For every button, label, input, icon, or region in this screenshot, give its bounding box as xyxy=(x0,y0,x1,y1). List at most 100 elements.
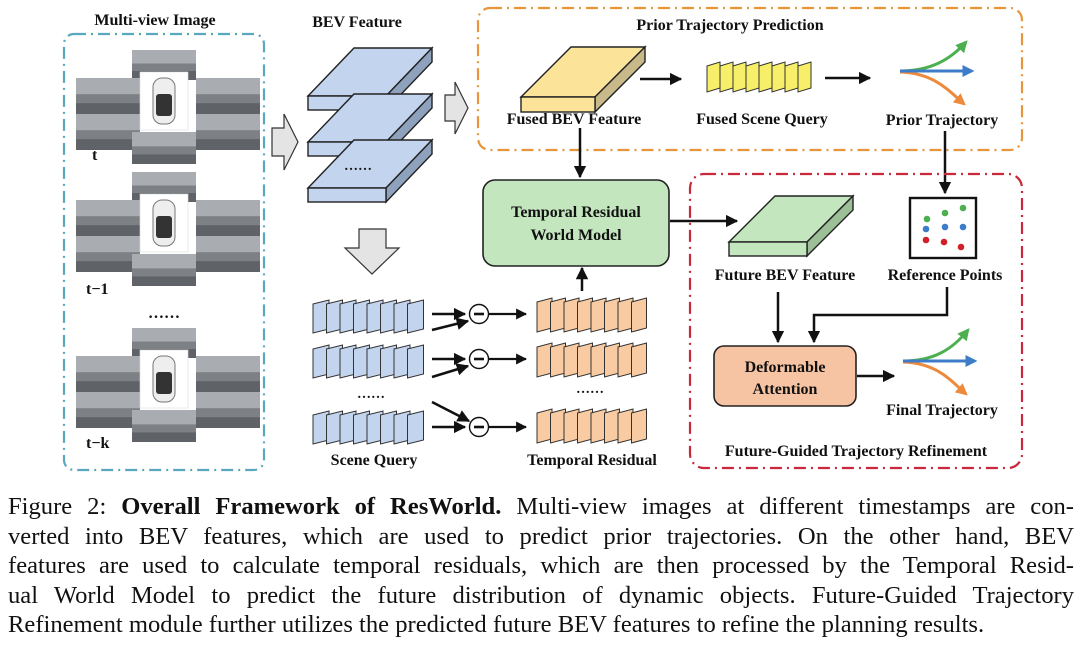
fused-query-strip xyxy=(706,61,812,93)
scene-query-rows xyxy=(312,299,424,445)
prior-trajectory-label: Prior Trajectory xyxy=(886,112,998,129)
ego-car-roof xyxy=(156,216,172,238)
camera-sky xyxy=(132,254,196,269)
bev-layer-bottom xyxy=(306,138,434,204)
camera-sky xyxy=(196,200,260,217)
refinement-panel: Future BEV Feature Reference Points Defo… xyxy=(688,172,1024,470)
subtraction-op-1 xyxy=(431,303,528,332)
prior-trajectory-icon xyxy=(899,40,975,106)
caption-line-5: Refinement module further utilizes the p… xyxy=(8,611,985,638)
feature-card xyxy=(536,342,553,378)
world-model-box: Temporal Residual World Model xyxy=(482,179,670,267)
camera-sky xyxy=(76,236,140,253)
feature-card xyxy=(577,297,593,333)
feature-card xyxy=(784,61,799,93)
camera-road xyxy=(76,381,140,392)
arrow-query-prev xyxy=(431,317,470,332)
multiview-ellipsis: …… xyxy=(148,305,180,322)
refine-title: Future-Guided Trajectory Refinement xyxy=(725,443,988,460)
caption-prefix: Figure 2: xyxy=(8,493,122,520)
figure-caption: Figure 2: Overall Framework of ResWorld.… xyxy=(8,492,1074,640)
feature-card xyxy=(617,297,634,333)
camera-road xyxy=(196,417,260,428)
camera-sky xyxy=(132,172,196,186)
prior-trajectory-panel: Prior Trajectory Prediction Fused BEV Fe… xyxy=(476,6,1024,152)
feature-card xyxy=(604,408,620,444)
prior-border xyxy=(476,6,1024,152)
feature-card xyxy=(604,297,620,333)
reference-point xyxy=(959,223,967,231)
feature-card xyxy=(563,297,580,333)
feature-card xyxy=(590,342,607,378)
scene-query-row-3 xyxy=(312,410,424,445)
caption-line-1-text: Multi-view images at different timestamp… xyxy=(501,493,1074,520)
camera-sky xyxy=(76,392,140,409)
camera-sky xyxy=(132,410,196,425)
feature-card xyxy=(590,408,607,444)
camera-group-t xyxy=(76,50,260,164)
camera-sky xyxy=(196,114,260,131)
future-bev-label: Future BEV Feature xyxy=(715,267,855,284)
caption-bold-title: Overall Framework of ResWorld. xyxy=(121,493,502,520)
feature-card xyxy=(631,408,647,444)
camera-sky xyxy=(76,356,140,373)
block-arrow-right-2 xyxy=(444,81,469,135)
scene-query-ellipsis: …… xyxy=(357,387,385,402)
feature-card xyxy=(590,297,607,333)
feature-card xyxy=(604,342,620,378)
camera-road xyxy=(76,139,140,150)
camera-road xyxy=(76,261,140,272)
reference-point xyxy=(959,204,967,212)
world-model-label-line1: Temporal Residual xyxy=(511,204,641,221)
fused-bev-block xyxy=(519,45,647,114)
fused-bev-label: Fused BEV Feature xyxy=(507,111,642,128)
reference-point xyxy=(922,236,930,244)
feature-card xyxy=(536,297,553,333)
framework-diagram: Multi-view Image t t−1 …… t−k BEV Featur… xyxy=(62,6,1024,472)
feature-card xyxy=(563,342,580,378)
reference-point xyxy=(940,238,948,246)
feature-card xyxy=(706,61,721,93)
arrow-reference-to-attention xyxy=(807,287,949,344)
camera-sky xyxy=(76,200,140,217)
subtraction-op-2 xyxy=(431,348,528,379)
caption-line-2: verted into BEV features, which are used… xyxy=(8,522,1074,550)
subtraction-op-3 xyxy=(431,400,528,438)
camera-road xyxy=(76,103,140,114)
prior-title: Prior Trajectory Prediction xyxy=(636,17,823,34)
feature-card xyxy=(732,61,747,93)
temporal-residual-row-1 xyxy=(536,297,647,333)
feature-card xyxy=(719,61,734,93)
fused-scene-query-cards xyxy=(706,61,812,93)
feature-card xyxy=(617,342,634,378)
refine-border xyxy=(688,172,1024,470)
caption-line-1: Figure 2: Overall Framework of ResWorld.… xyxy=(8,492,1074,522)
feature-card xyxy=(407,344,424,379)
temporal-residual-ellipsis: …… xyxy=(576,382,604,397)
subtraction-operators xyxy=(431,303,528,438)
feature-card xyxy=(407,410,424,445)
scene-query-row-1 xyxy=(312,299,424,334)
bev-ellipsis: …… xyxy=(344,159,372,174)
arrow-query-prev xyxy=(431,363,470,379)
future-bev-block xyxy=(727,194,855,258)
fused-scene-query-label: Fused Scene Query xyxy=(696,111,828,128)
feature-card xyxy=(771,61,786,93)
camera-road xyxy=(196,103,260,114)
camera-sky xyxy=(76,78,140,95)
block-arrow-down xyxy=(343,228,401,275)
reference-point xyxy=(923,215,931,223)
camera-sky xyxy=(196,392,260,409)
camera-road xyxy=(132,154,196,164)
camera-sky xyxy=(132,328,196,342)
block-arrow-right-1 xyxy=(271,113,299,171)
feature-card xyxy=(617,408,634,444)
camera-road xyxy=(196,261,260,272)
reference-points-label: Reference Points xyxy=(888,267,1003,284)
feature-card xyxy=(563,408,580,444)
feature-card xyxy=(536,408,553,444)
final-trajectory-label: Final Trajectory xyxy=(886,402,998,419)
timestamp-t-k: t−k xyxy=(86,435,109,452)
multiview-title: Multi-view Image xyxy=(94,12,215,29)
feature-card xyxy=(797,61,812,93)
